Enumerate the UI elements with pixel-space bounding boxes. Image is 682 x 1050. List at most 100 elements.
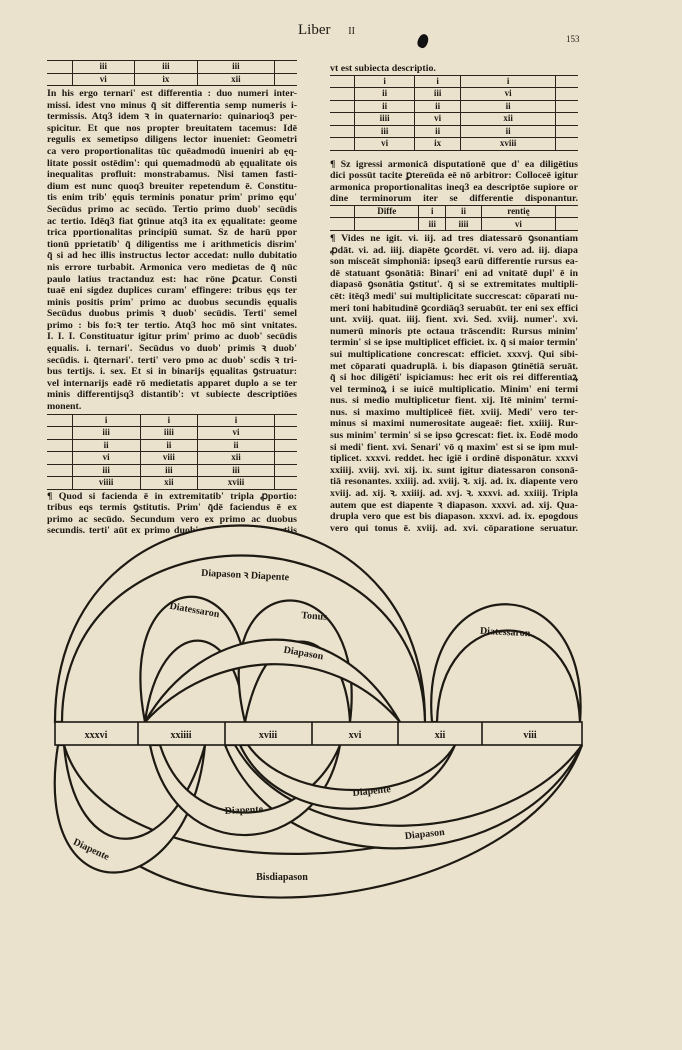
text-line: tis enim trib' ęquis terminis ponatur pr… [47, 192, 297, 204]
label-diapason-diapente: Diapason ꝛ Diapente [201, 568, 290, 584]
label-tonus: Tonus [301, 610, 328, 623]
text-line: Secūdus duobus primis ꝛ duob' secūdis. T… [47, 308, 297, 320]
text-line: vel internarijs eadē rō medietatis appar… [47, 377, 297, 389]
right-paragraph-1: ¶ Sz igressi armonicā disputationē que d… [330, 159, 578, 205]
text-line: missi. idest vno minus q̃ sit differenti… [47, 99, 297, 111]
table-cell: xviii [196, 476, 276, 490]
folio-number: 153 [566, 34, 580, 44]
text-line: met cōparati quadruplā. i. bis diapason … [330, 360, 578, 372]
number-bar-frame [54, 721, 583, 746]
label-diatessaron-right: Diatessaron [480, 626, 531, 640]
text-line: armonica proportionalitas ineq3 ea descr… [330, 181, 578, 193]
text-line: dē statuant ꝯsonātiā: Binari' eni ad vni… [330, 267, 578, 279]
right-caption: vt est subiecta descriptio. [330, 63, 436, 74]
text-line: cēt: itēq3 medi' sui multiplicitate succ… [330, 290, 578, 302]
text-line: secūdis. i. q̃ternari'. terti' vero pmo … [47, 354, 297, 366]
text-line: nus. si medio multiplicetur fient. xij. … [330, 395, 578, 407]
label-diapente-center: Diapente [224, 804, 263, 817]
text-line: meri toni habitudinē ꝯcordiāq3 seruabūt.… [330, 302, 578, 314]
text-line: trica pportionalitas principiū sumat. Sz… [47, 227, 297, 239]
text-line: xviij. ad. xij. ꝛ. xxiiij. ad. xvj. ꝛ. x… [330, 488, 578, 500]
label-bisdiapason: Bisdiapason [256, 872, 308, 883]
text-line: tiā resonantes. xxiiij. ad. xviij. ꝛ. xi… [330, 476, 578, 488]
text-line: drupla vero que est bis diapason. xxxvi.… [330, 511, 578, 523]
text-line: tionū pprietatib' q̃ diligentiss me i ar… [47, 238, 297, 250]
text-line: ¶ Sz igressi armonicā disputationē que d… [330, 158, 578, 170]
table-cell: xii [196, 72, 276, 86]
table-stub [555, 217, 578, 231]
arc-diapente-left [53, 743, 207, 874]
text-line: ęqualis. i. ternari'. Secūdus vo duob' p… [47, 343, 297, 355]
text-line: monent. [47, 401, 82, 413]
text-line: q̃ si ad hec illis instructus lector acc… [47, 250, 297, 262]
text-line: sui multiplicatione concrescat: efficiet… [330, 348, 578, 360]
number-cell: xviii [259, 730, 278, 741]
text-line: dici possūt tacite ꝑtereūda eē nō arbitr… [330, 170, 578, 182]
table-stub [555, 137, 578, 151]
text-line: I. I. I. Constituatur igitur prim' primo… [47, 331, 297, 343]
number-cell: xxxvi [85, 730, 108, 741]
text-line: inequalitas profluit: monstrabamus. Nisi… [47, 169, 297, 181]
left-paragraph-2: ¶ Quod si facienda ē in extremitatib' tr… [47, 491, 297, 537]
table-cell: xii [139, 476, 198, 490]
text-line: tuaē eni sigdez duplices curam' effinger… [47, 285, 297, 297]
text-line: dium est nunc quoq3 breuiter repetendum … [47, 180, 297, 192]
text-line: spicitur. Et que nos propter breuitatem … [47, 122, 297, 134]
text-line: minis positis prim' primo ac duobus secu… [47, 296, 297, 308]
text-line: bus tertijs. i. sex. Et si in binarijs ę… [47, 366, 297, 378]
table-cell: iiii [445, 217, 482, 231]
text-line: regulis ex semetipso diligens lector inu… [47, 134, 297, 146]
text-line: litate possit ostēdim': qui quemadmodū a… [47, 157, 297, 169]
text-line: diapasō ꝯsonātia ꝯstitut'. q̃ si se extr… [330, 279, 578, 291]
number-bar [54, 721, 583, 746]
table-stub [274, 476, 297, 490]
text-line: ca vero proportionalitas tūc quēadmodū i… [47, 145, 297, 157]
text-line: nus. si maximo multipliceē fiēt. xviij. … [330, 406, 578, 418]
text-line: vero qui tonus ē. xviij. ad. xvi. cōpara… [330, 522, 578, 534]
text-line: si medi' fient. xvi. Senari' vō q maxim'… [330, 441, 578, 453]
table-stub [47, 476, 72, 490]
text-line: termin' si se ipse multiplicet efficiet.… [330, 337, 578, 349]
table-cell: ix [414, 137, 462, 151]
table-cell: vi [480, 217, 557, 231]
number-cell: viii [523, 730, 537, 741]
text-line: ac tertio. Idēq3 fiat ꝯtinue atq3 ita ex… [47, 215, 297, 227]
number-cell: xii [435, 730, 446, 741]
text-line: vel terminoꝝ i se iuicē multiplicatio. M… [330, 383, 578, 395]
text-line: numerū minoris pte octaua trāscendit: Ru… [330, 325, 578, 337]
running-title-text: Liber [298, 22, 331, 38]
text-line: q̃ si hoc diligēti' ispiciamus: hec erit… [330, 372, 578, 384]
table-cell: iii [418, 217, 447, 231]
running-title: Liber II [298, 22, 355, 39]
text-line: paulo latius tractanduz est: hac rōne ꝑc… [47, 273, 297, 285]
text-line: Secūdus primo ac secūdo. Tertio primo du… [47, 203, 297, 215]
text-line: nis errore turbabit. Armonica vero medie… [47, 261, 297, 273]
number-cell: xvi [349, 730, 362, 741]
text-line: xxiiij. xviij. xvi. xij. ix. sunt igitur… [330, 464, 578, 476]
table-stub [330, 217, 355, 231]
arc-diatessaron-right [430, 603, 582, 724]
text-line: ¶ Vides ne igit. vi. iij. ad tres diates… [330, 232, 578, 244]
table-stub [330, 137, 355, 151]
text-line: autem que est diapente ꝛ diapason. xxxvi… [330, 499, 578, 511]
text-line: unt. xviij. quat. iiij. fient. xvi. Sed.… [330, 314, 578, 326]
table-stub [47, 72, 72, 86]
text-line: In his ergo ternari' est differentia : d… [47, 88, 297, 99]
right-paragraph-2: ¶ Vides ne igit. vi. iij. ad tres diates… [330, 233, 578, 534]
number-cell: xxiiii [170, 730, 191, 741]
